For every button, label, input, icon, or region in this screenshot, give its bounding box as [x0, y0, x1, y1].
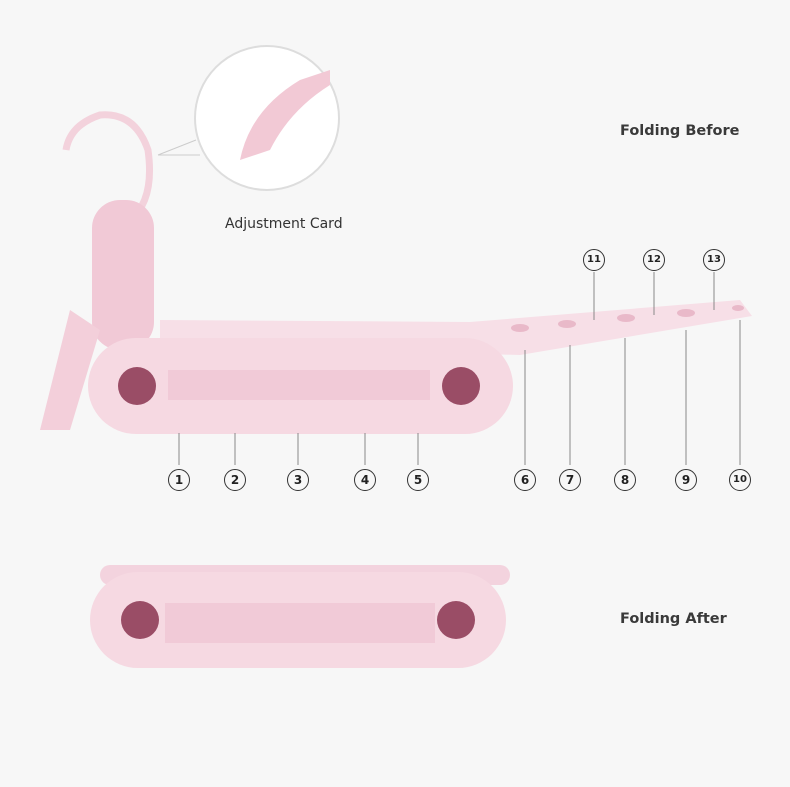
- marker-4: 4: [354, 469, 376, 491]
- folding-after-label: Folding After: [620, 611, 727, 627]
- marker-12: 12: [643, 249, 665, 271]
- marker-9: 9: [675, 469, 697, 491]
- hook: [62, 111, 154, 223]
- marker-8: 8: [614, 469, 636, 491]
- folded-hanger: [90, 565, 510, 668]
- marker-2: 2: [224, 469, 246, 491]
- marker-3: 3: [287, 469, 309, 491]
- adjustment-card-zoom: [157, 45, 340, 191]
- adjustment-card-label: Adjustment Card: [225, 216, 343, 232]
- hook-handle: [92, 200, 154, 350]
- marker-13: 13: [703, 249, 725, 271]
- folding-before-label: Folding Before: [620, 123, 740, 139]
- marker-11: 11: [583, 249, 605, 271]
- marker-7: 7: [559, 469, 581, 491]
- marker-5: 5: [407, 469, 429, 491]
- marker-10: 10: [729, 469, 751, 491]
- marker-1: 1: [168, 469, 190, 491]
- marker-6: 6: [514, 469, 536, 491]
